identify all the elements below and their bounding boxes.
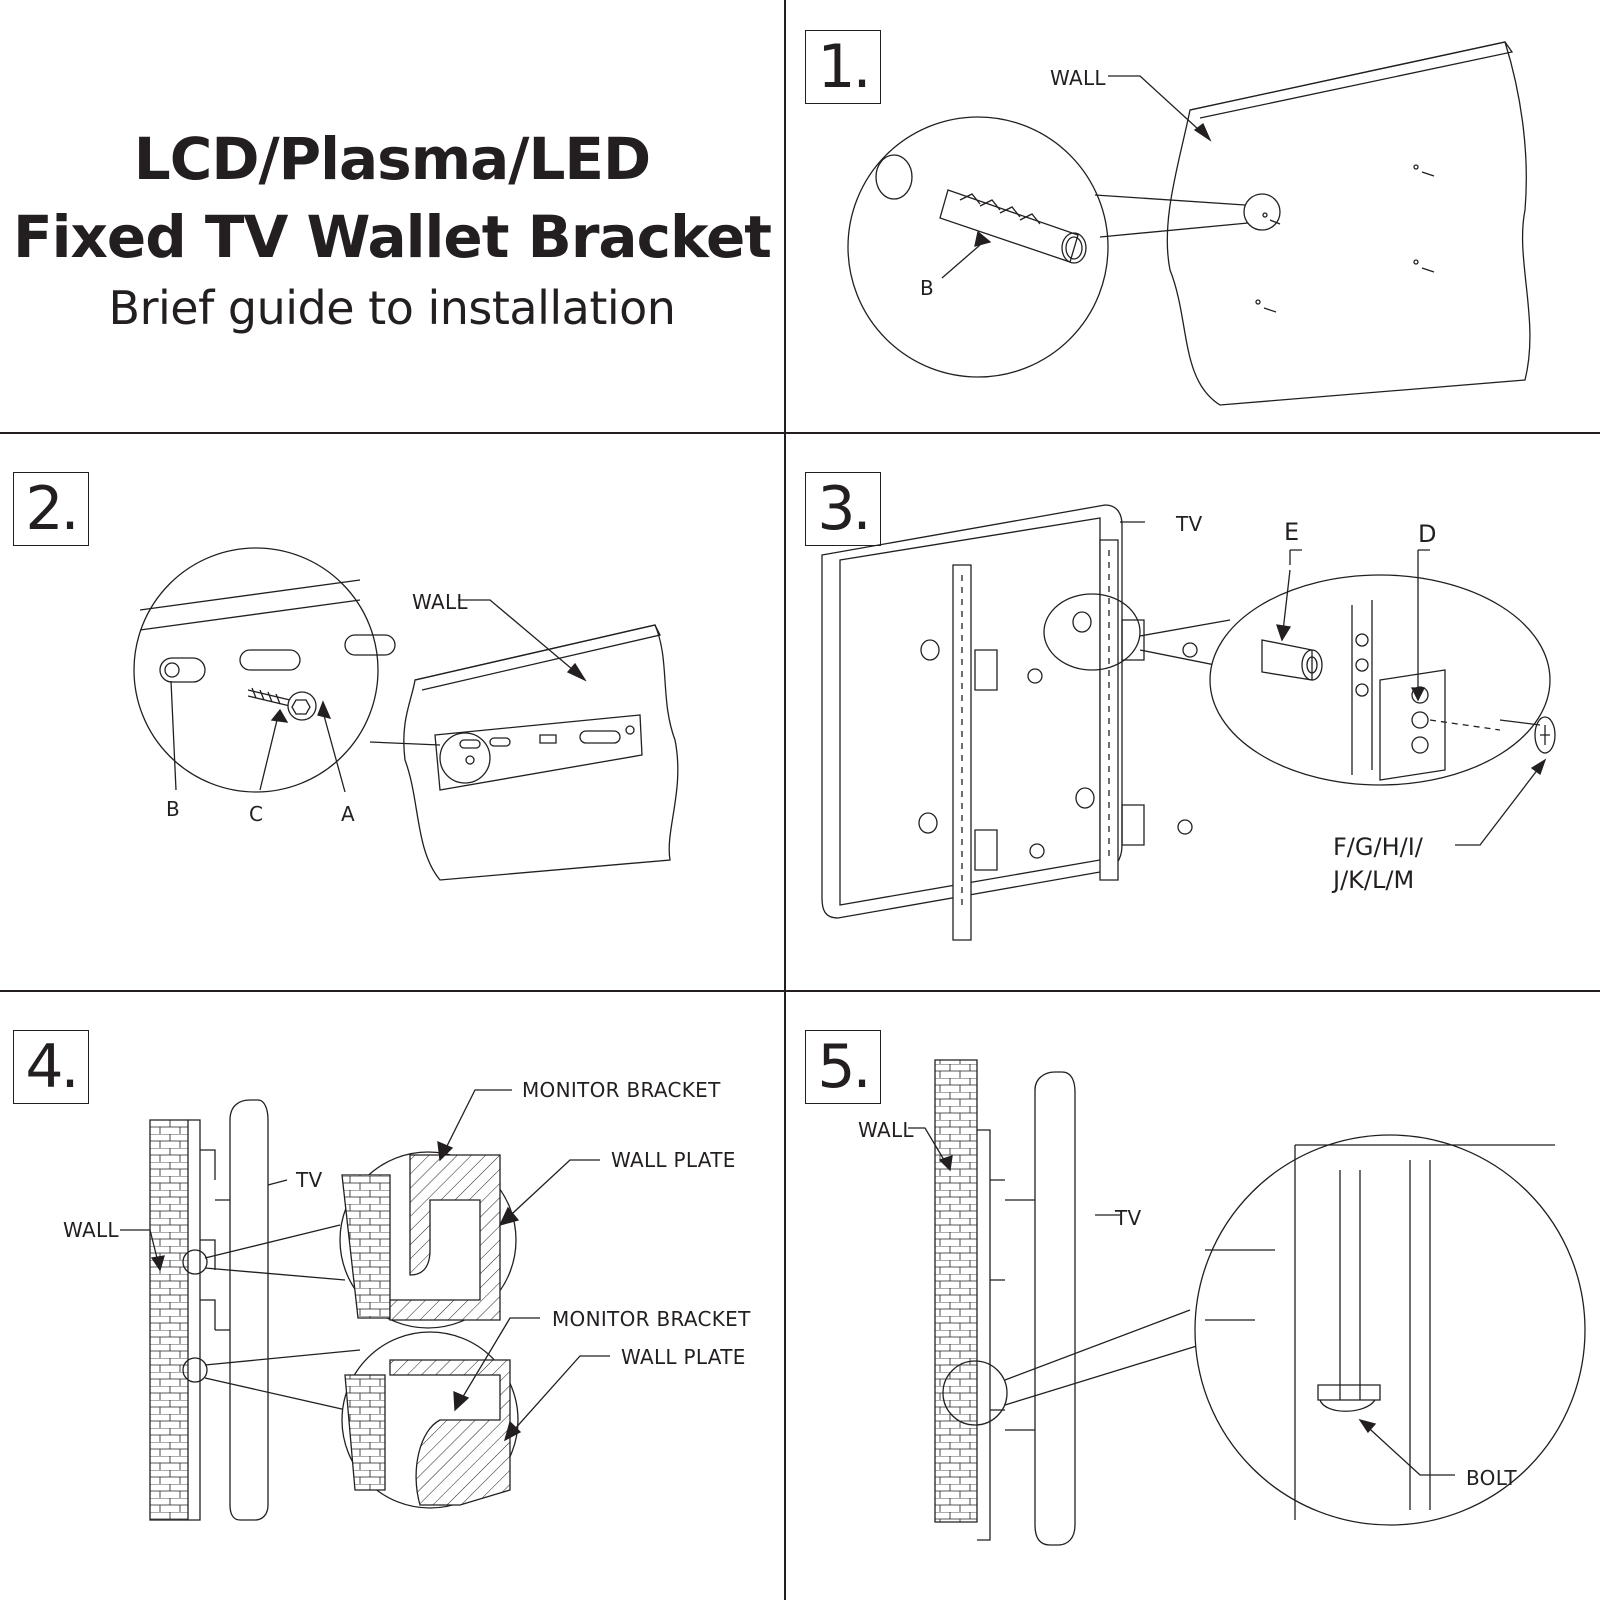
step2-illustration	[134, 548, 678, 880]
step1-illustration	[848, 42, 1530, 405]
step5-illustration	[908, 1060, 1585, 1545]
step5-wall	[935, 1060, 977, 1522]
step1-wall-plug	[940, 190, 1086, 263]
step4-label-wall: WALL	[63, 1218, 119, 1242]
panel-divider-horizontal-bottom	[0, 990, 1600, 992]
step3-spacer-e	[1262, 640, 1322, 680]
title-panel: LCD/Plasma/LED Fixed TV Wallet Bracket B…	[0, 120, 784, 340]
step4-label-tv: TV	[296, 1168, 323, 1192]
step3-bracket-left	[953, 565, 997, 940]
step3-bracket-right	[1100, 540, 1144, 880]
step2-label-a: A	[341, 802, 355, 826]
step1-wall	[1167, 42, 1530, 405]
step-1-number: 1.	[805, 30, 881, 104]
step1-label-wall: WALL	[1050, 66, 1106, 90]
step3-screw	[1500, 717, 1555, 753]
step5-label-wall: WALL	[858, 1118, 914, 1142]
step5-label-tv: TV	[1115, 1206, 1142, 1230]
step3-illustration	[822, 505, 1555, 940]
step4-label-wall-plate-top: WALL PLATE	[611, 1148, 736, 1172]
step4-wall	[150, 1120, 188, 1520]
step4-label-monitor-bracket-top: MONITOR BRACKET	[522, 1078, 721, 1102]
step2-label-b: B	[166, 797, 181, 821]
step4-tv	[230, 1100, 268, 1520]
step1-anchor-holes	[1256, 165, 1434, 312]
step4-wall-plate	[188, 1120, 200, 1520]
step3-label-screws-line1: F/G/H/I/	[1333, 833, 1423, 861]
panel-divider-horizontal-top	[0, 432, 1600, 434]
step4-label-monitor-bracket-bottom: MONITOR BRACKET	[552, 1307, 751, 1331]
step3-label-e: E	[1284, 518, 1300, 546]
step4-illustration	[120, 1090, 610, 1520]
step3-label-d: D	[1418, 520, 1437, 548]
step-3-number: 3.	[805, 472, 881, 546]
step2-label-wall: WALL	[412, 590, 468, 614]
step5-label-bolt: BOLT	[1466, 1466, 1517, 1490]
step-5-number: 5.	[805, 1030, 881, 1104]
step5-zoom-circle	[1195, 1135, 1585, 1525]
step5-tv	[1035, 1072, 1075, 1545]
step1-zoom-target	[1244, 194, 1280, 230]
step2-label-c: C	[249, 802, 264, 826]
panel-divider-vertical	[784, 0, 786, 1600]
title-line-2: Fixed TV Wallet Bracket	[12, 203, 772, 271]
step3-tv	[822, 505, 1122, 918]
step2-lag-bolt	[248, 688, 316, 720]
step-2-number: 2.	[13, 472, 89, 546]
title-line-1: LCD/Plasma/LED	[133, 125, 651, 193]
step1-label-b: B	[920, 276, 935, 300]
step4-label-wall-plate-bottom: WALL PLATE	[621, 1345, 746, 1369]
step3-spacers-screws	[919, 612, 1197, 858]
step3-label-screws-line2: J/K/L/M	[1333, 866, 1415, 894]
step3-label-tv: TV	[1176, 512, 1203, 536]
subtitle: Brief guide to installation	[108, 281, 676, 335]
step-4-number: 4.	[13, 1030, 89, 1104]
